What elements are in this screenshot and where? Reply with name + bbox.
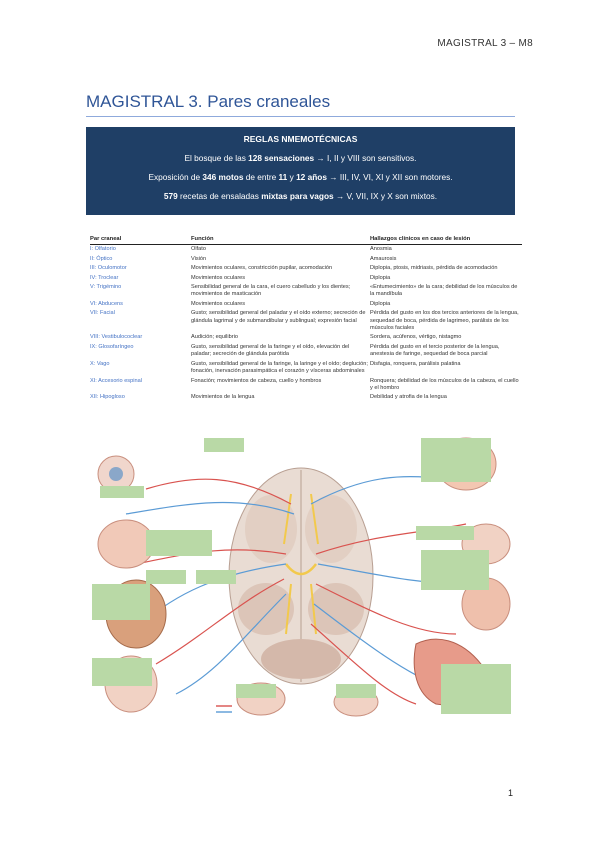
cell-par-craneal: X: Vago	[90, 360, 110, 367]
cell-hallazgos: Disfagia, ronquera, parálisis palatina	[370, 360, 461, 367]
cell-par-craneal: III: Oculomotor	[90, 265, 127, 272]
cell-hallazgos: Amaurosis	[370, 255, 397, 262]
cell-par-craneal: XI: Accesorio espinal	[90, 377, 142, 384]
running-header: MAGISTRAL 3 – M8	[437, 38, 533, 49]
cell-hallazgos: Sordera, acúfenos, vértigo, nistagmo	[370, 334, 462, 341]
cell-hallazgos: Diplopia	[370, 300, 391, 307]
mnemonic-line-3: 579 recetas de ensaladas mixtas para vag…	[163, 191, 438, 201]
page-number: 1	[507, 788, 513, 798]
cell-funcion: Gusto, sensibilidad general de la faring…	[191, 360, 368, 375]
cell-funcion: Gusto; sensibilidad general del paladar …	[191, 310, 366, 324]
header-funcion: Función	[191, 236, 370, 246]
cell-par-craneal: IV: Troclear	[90, 274, 119, 281]
mnemonic-line-1: El bosque de las 128 sensaciones → I, II…	[184, 153, 417, 163]
brain-drawing	[228, 467, 374, 685]
cell-hallazgos: Ronquera; debilidad de los músculos de l…	[370, 377, 519, 391]
table-row: VII: Facial Gusto; sensibilidad general d…	[90, 309, 522, 333]
table-row: XII: Hipogloso Movimientos de la lengua De…	[90, 393, 522, 402]
cell-par-craneal: VI: Abducens	[90, 300, 123, 307]
table-row: II: Óptico Visión Amaurosis	[90, 255, 522, 264]
cranial-nerves-illustration	[86, 434, 517, 718]
cell-funcion: Olfato	[191, 246, 206, 253]
cell-par-craneal: IX: Glosofaríngeo	[90, 343, 134, 350]
cell-par-craneal: VIII: Vestibulococlear	[90, 334, 143, 341]
mnemonic-line-2: Exposición de 346 motos de entre 11 y 12…	[148, 172, 453, 182]
table-row: III: Oculomotor Movimientos oculares, con…	[90, 264, 522, 273]
table-row: I: Olfatorio Olfato Anosmia	[90, 245, 522, 255]
figure-legend	[216, 705, 232, 713]
page-title: MAGISTRAL 3. Pares craneales	[86, 92, 331, 111]
cell-hallazgos: Diplopia, ptosis, midriasis, pérdida de …	[370, 265, 498, 272]
table-row: X: Vago Gusto, sensibilidad general de la…	[90, 360, 522, 377]
cell-hallazgos: Debilidad y atrofia de la lengua	[370, 394, 447, 401]
header-par-craneal: Par craneal	[90, 236, 191, 246]
cell-par-craneal: VII: Facial	[90, 310, 115, 317]
table-row: V: Trigémino Sensibilidad general de la c…	[90, 283, 522, 300]
cell-par-craneal: I: Olfatorio	[90, 246, 116, 253]
header-hallazgos: Hallazgos clínicos en caso de lesión	[370, 236, 522, 246]
cell-hallazgos: Pérdida del gusto en el tercio posterior…	[370, 343, 500, 358]
mnemonic-heading: REGLAS NMEMOTÉCNICAS	[243, 134, 358, 144]
cranial-nerve-table: Par craneal Función Hallazgos clínicos e…	[90, 236, 522, 403]
cell-funcion: Audición; equilibrio	[191, 334, 238, 341]
cell-par-craneal: XII: Hipogloso	[90, 394, 125, 401]
cell-hallazgos: Anosmia	[370, 246, 392, 253]
nerve-labels	[92, 438, 511, 714]
cell-hallazgos: Pérdida del gusto en los dos tercios ant…	[370, 310, 519, 332]
table-row: IV: Troclear Movimientos oculares Diplopia	[90, 274, 522, 283]
mnemonic-box: REGLAS NMEMOTÉCNICAS El bosque de las 12…	[86, 127, 515, 215]
cell-funcion: Sensibilidad general de la cara, el cuer…	[191, 284, 351, 298]
cell-hallazgos: «Entumecimiento» de la cara; debilidad d…	[370, 284, 518, 298]
table-row: IX: Glosofaríngeo Gusto, sensibilidad gen…	[90, 343, 522, 360]
table-row: VIII: Vestibulococlear Audición; equilibr…	[90, 333, 522, 342]
cell-funcion: Gusto, sensibilidad general de la faring…	[191, 343, 350, 358]
table-row: VI: Abducens Movimientos oculares Diplopia	[90, 300, 522, 309]
cell-hallazgos: Diplopia	[370, 274, 391, 281]
cell-funcion: Movimientos de la lengua	[191, 394, 255, 401]
cell-par-craneal: II: Óptico	[90, 255, 113, 262]
cell-funcion: Fonación; movimientos de cabeza, cuello …	[191, 377, 322, 384]
cell-funcion: Movimientos oculares, constricción pupil…	[191, 265, 333, 272]
cell-funcion: Visión	[191, 255, 207, 262]
title-divider	[86, 116, 515, 117]
cell-par-craneal: V: Trigémino	[90, 284, 122, 291]
cell-funcion: Movimientos oculares	[191, 274, 246, 281]
cell-funcion: Movimientos oculares	[191, 300, 246, 307]
table-row: XI: Accesorio espinal Fonación; movimient…	[90, 377, 522, 394]
